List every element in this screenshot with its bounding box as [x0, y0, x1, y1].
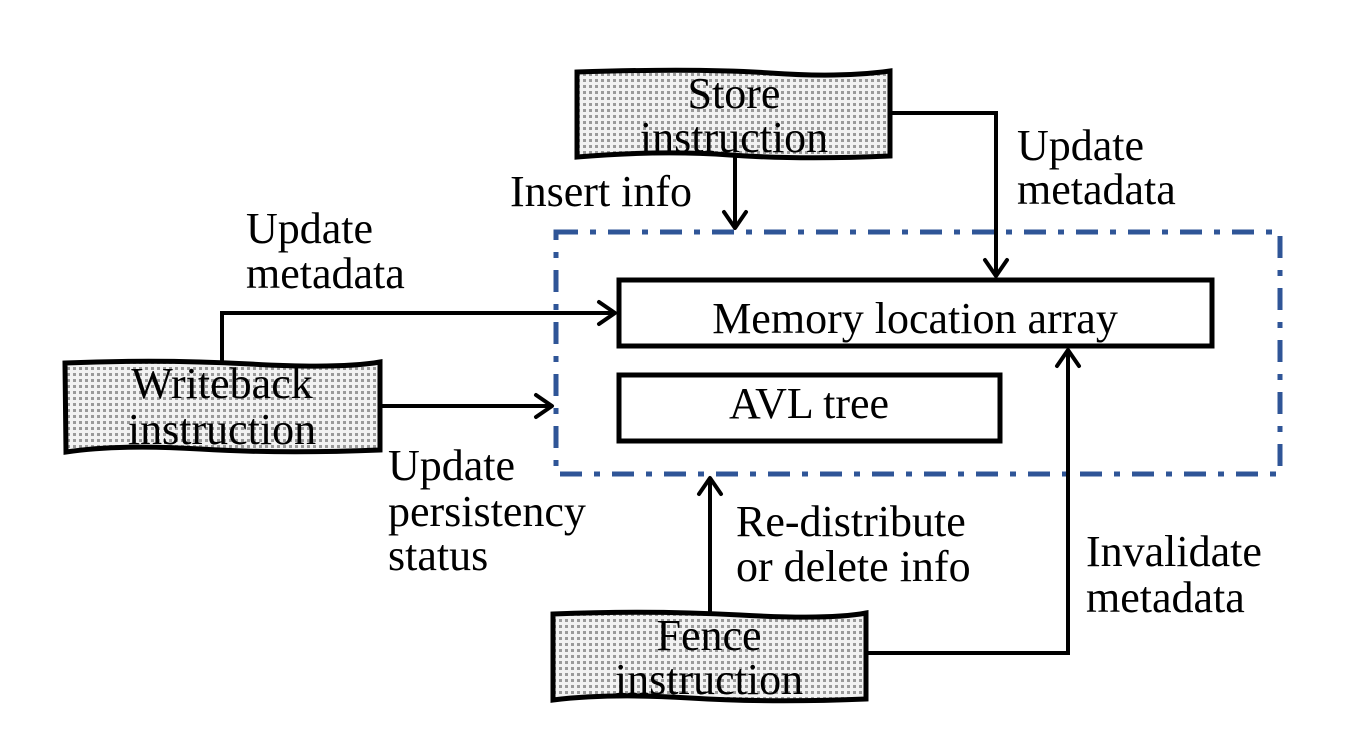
edge-writeback-update-persistency: Update persistency status [380, 393, 586, 580]
edge-label-persistency-line2: persistency [388, 487, 586, 536]
store-instruction-line1: Store [688, 69, 781, 118]
writeback-instruction-line1: Writeback [131, 359, 312, 408]
edge-label-redistribute-line1: Re-distribute [736, 497, 966, 546]
edge-label-writeback-update-line1: Update [246, 204, 373, 253]
arrowhead-icon [1055, 348, 1081, 368]
fence-instruction-line2: instruction [615, 655, 803, 704]
edge-writeback-update-metadata: Update metadata [220, 204, 617, 362]
edge-label-persistency-line3: status [388, 531, 488, 580]
metadata-structure-group [553, 229, 1283, 477]
edge-fence-redistribute: Re-distribute or delete info [697, 476, 971, 613]
writeback-instruction-line2: instruction [128, 405, 316, 454]
arrowhead-icon [697, 476, 723, 496]
edge-label-writeback-update-line2: metadata [246, 249, 405, 298]
edge-label-invalidate-line2: metadata [1086, 573, 1245, 622]
store-instruction-box: Store instruction [574, 67, 893, 162]
fence-instruction-box: Fence instruction [550, 609, 869, 704]
memory-location-array-label: Memory location array [712, 294, 1118, 343]
writeback-instruction-box: Writeback instruction [62, 358, 383, 455]
memory-location-array-box: Memory location array [616, 277, 1215, 349]
fence-instruction-line1: Fence [656, 611, 761, 660]
avl-tree-label: AVL tree [729, 379, 889, 428]
edge-label-persistency-line1: Update [388, 441, 515, 490]
edge-label-insert-info: Insert info [510, 167, 692, 216]
edge-store-update-metadata: Update metadata [890, 111, 1176, 278]
arrowhead-icon [534, 393, 554, 419]
edge-label-store-update-line2: metadata [1017, 165, 1176, 214]
edge-store-insert-info: Insert info [510, 157, 748, 230]
arrowhead-icon [983, 258, 1009, 278]
edge-fence-invalidate: Invalidate metadata [866, 348, 1262, 655]
arrowhead-icon [597, 300, 617, 326]
avl-tree-box: AVL tree [616, 372, 1003, 444]
store-instruction-line2: instruction [640, 113, 828, 162]
edge-label-invalidate-line1: Invalidate [1086, 527, 1262, 576]
edge-label-store-update-line1: Update [1017, 121, 1144, 170]
arrowhead-icon [722, 210, 748, 230]
edge-label-redistribute-line2: or delete info [736, 542, 971, 591]
